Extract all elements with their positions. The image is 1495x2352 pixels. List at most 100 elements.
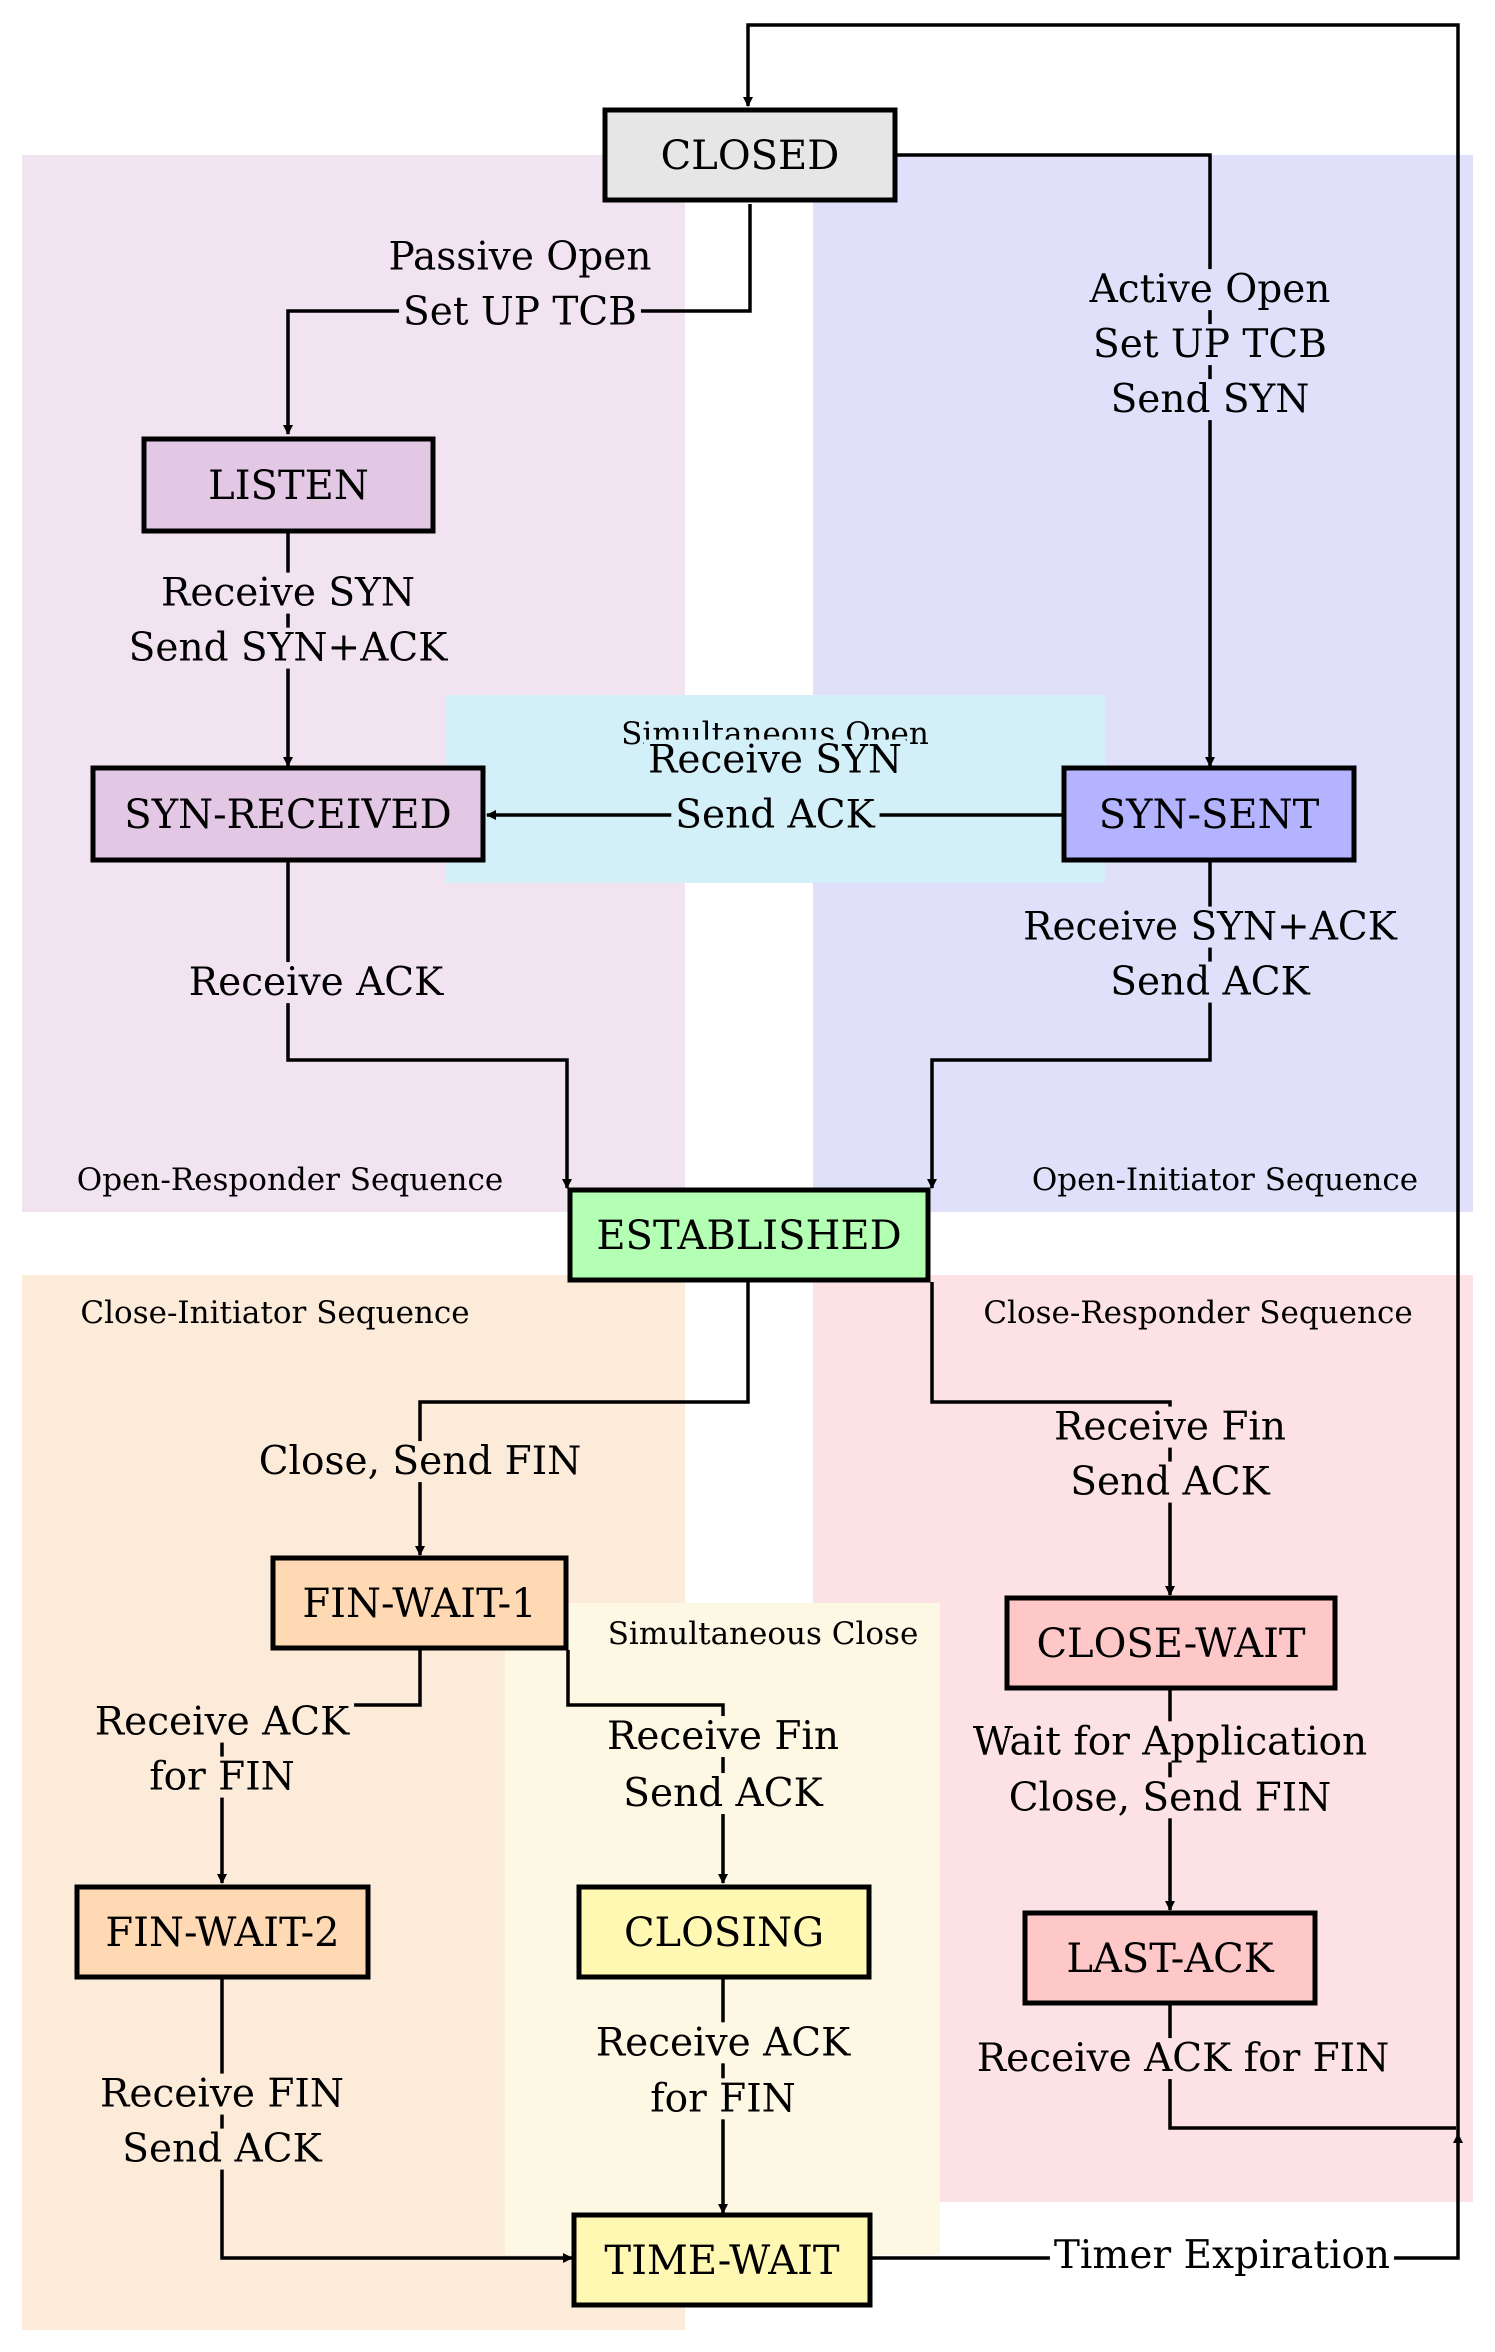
edge-label-fin1-receive-ack: Receive ACK for FIN <box>90 1700 355 1800</box>
state-label: FIN-WAIT-1 <box>302 1581 536 1627</box>
region-label-open-responder: Open-Responder Sequence <box>77 1162 503 1198</box>
edge-label-background <box>96 2073 348 2115</box>
edge-label-simultaneous-receive-syn: Receive SYN Send ACK <box>644 738 906 838</box>
edge-label-line: Receive Fin <box>607 1714 839 1759</box>
edge-label-line: Send SYN <box>1111 377 1310 422</box>
state-box <box>1022 1910 1318 2006</box>
edge-label-receive-ack: Receive ACK <box>184 960 449 1005</box>
edge-label-line: Receive ACK <box>189 960 444 1005</box>
edge-label-last-ack-receive-ack: Receive ACK for FIN <box>972 2036 1394 2081</box>
edge-label-line: Wait for Application <box>973 1719 1367 1764</box>
edge-label-background <box>591 2022 856 2064</box>
edge-label-line: Timer Expiration <box>1054 2233 1390 2278</box>
state-box <box>576 1884 872 1980</box>
state-label: LAST-ACK <box>1066 1936 1274 1982</box>
state-box <box>567 1187 931 1283</box>
edge-label-line: Receive Fin <box>1054 1405 1286 1450</box>
edge-fin-wait-2-to-time-wait <box>220 1978 573 2263</box>
edge-syn-sent-to-established <box>927 862 1212 1189</box>
edge-label-listen-receive-syn: Receive SYN Send SYN+ACK <box>124 571 453 671</box>
edge-label-background <box>90 1701 355 1743</box>
edge-label-background <box>968 1721 1372 1763</box>
state-fin-wait-2[interactable]: FIN-WAIT-2 <box>74 1884 371 1980</box>
edge-label-background <box>399 291 641 333</box>
edge-label-line: Passive Open <box>389 235 652 280</box>
edge-label-background <box>1019 906 1402 948</box>
edge-label-line: Send ACK <box>1070 1460 1270 1505</box>
state-box <box>141 436 436 534</box>
edge-label-background <box>1049 2235 1395 2277</box>
edge-closed-to-syn-sent <box>895 153 1215 767</box>
state-label: LISTEN <box>208 463 369 509</box>
edge-label-line: Set UP TCB <box>1093 322 1327 367</box>
edge-label-background <box>1066 1461 1275 1503</box>
edge-label-background <box>1089 324 1331 366</box>
state-close-wait[interactable]: CLOSE-WAIT <box>1004 1595 1338 1691</box>
edge-label-timer-expiration: Timer Expiration <box>1049 2233 1395 2278</box>
edge-label-line: for FIN <box>149 1755 295 1800</box>
edge-label-line: Receive ACK <box>95 1700 350 1745</box>
edge-label-background <box>118 2128 327 2170</box>
edge-label-line: Send ACK <box>122 2127 322 2172</box>
edge-label-line: Send ACK <box>675 793 875 838</box>
edge-label-line: Receive SYN <box>648 738 902 783</box>
region-label-close-initiator: Close-Initiator Sequence <box>80 1295 469 1331</box>
region-label-open-initiator: Open-Initiator Sequence <box>1032 1162 1418 1198</box>
state-box <box>74 1884 371 1980</box>
state-closed[interactable]: CLOSED <box>602 107 898 203</box>
region-labels: Open-Responder Sequence Open-Initiator S… <box>77 716 1418 1652</box>
state-box <box>90 765 486 863</box>
edge-label-line: Send ACK <box>623 1771 823 1816</box>
edge-label-background <box>1106 379 1314 421</box>
edge-label-background <box>1004 1777 1336 1819</box>
edge-label-line: Receive ACK for FIN <box>977 2036 1389 2081</box>
edge-label-background <box>157 572 419 614</box>
edge-label-line: Close, Send FIN <box>1009 1775 1332 1820</box>
region-simultaneous-open <box>445 695 1105 883</box>
edge-label-close-send-fin: Close, Send FIN <box>254 1439 586 1484</box>
state-closing[interactable]: CLOSING <box>576 1884 872 1980</box>
state-fin-wait-1[interactable]: FIN-WAIT-1 <box>270 1555 569 1651</box>
edge-label-line: Receive FIN <box>100 2072 344 2117</box>
edge-label-background <box>1084 269 1335 311</box>
state-established[interactable]: ESTABLISHED <box>567 1187 931 1283</box>
state-syn-sent[interactable]: SYN-SENT <box>1061 765 1357 863</box>
edge-label-line: Receive SYN <box>161 571 415 616</box>
edge-label-background <box>1106 961 1315 1003</box>
edge-label-background <box>184 962 449 1004</box>
region-label-simultaneous-close: Simultaneous Close <box>608 1616 919 1652</box>
state-listen[interactable]: LISTEN <box>141 436 436 534</box>
edge-label-background <box>145 1756 299 1798</box>
edge-label-line: Set UP TCB <box>403 290 637 335</box>
edge-label-line: for FIN <box>650 2076 796 2121</box>
edge-label-background <box>602 1716 844 1758</box>
state-label: ESTABLISHED <box>596 1213 901 1259</box>
edge-label-background <box>254 1441 586 1483</box>
state-box <box>1004 1595 1338 1691</box>
state-label: CLOSED <box>661 133 840 179</box>
state-label: SYN-RECEIVED <box>124 792 451 838</box>
edge-syn-received-to-established <box>286 862 572 1189</box>
state-box <box>571 2212 873 2308</box>
state-time-wait[interactable]: TIME-WAIT <box>571 2212 873 2308</box>
state-label: TIME-WAIT <box>604 2238 840 2284</box>
edge-label-line: Receive SYN+ACK <box>1023 905 1398 950</box>
state-syn-received[interactable]: SYN-RECEIVED <box>90 765 486 863</box>
edge-label-line: Active Open <box>1089 267 1331 312</box>
state-label: CLOSING <box>624 1910 824 1956</box>
state-last-ack[interactable]: LAST-ACK <box>1022 1910 1318 2006</box>
region-open-initiator <box>813 155 1473 1212</box>
edge-label-background <box>619 1773 828 1815</box>
edge-label-line: Send SYN+ACK <box>129 626 449 671</box>
edge-label-background <box>384 236 656 278</box>
edge-label-background <box>671 794 880 836</box>
